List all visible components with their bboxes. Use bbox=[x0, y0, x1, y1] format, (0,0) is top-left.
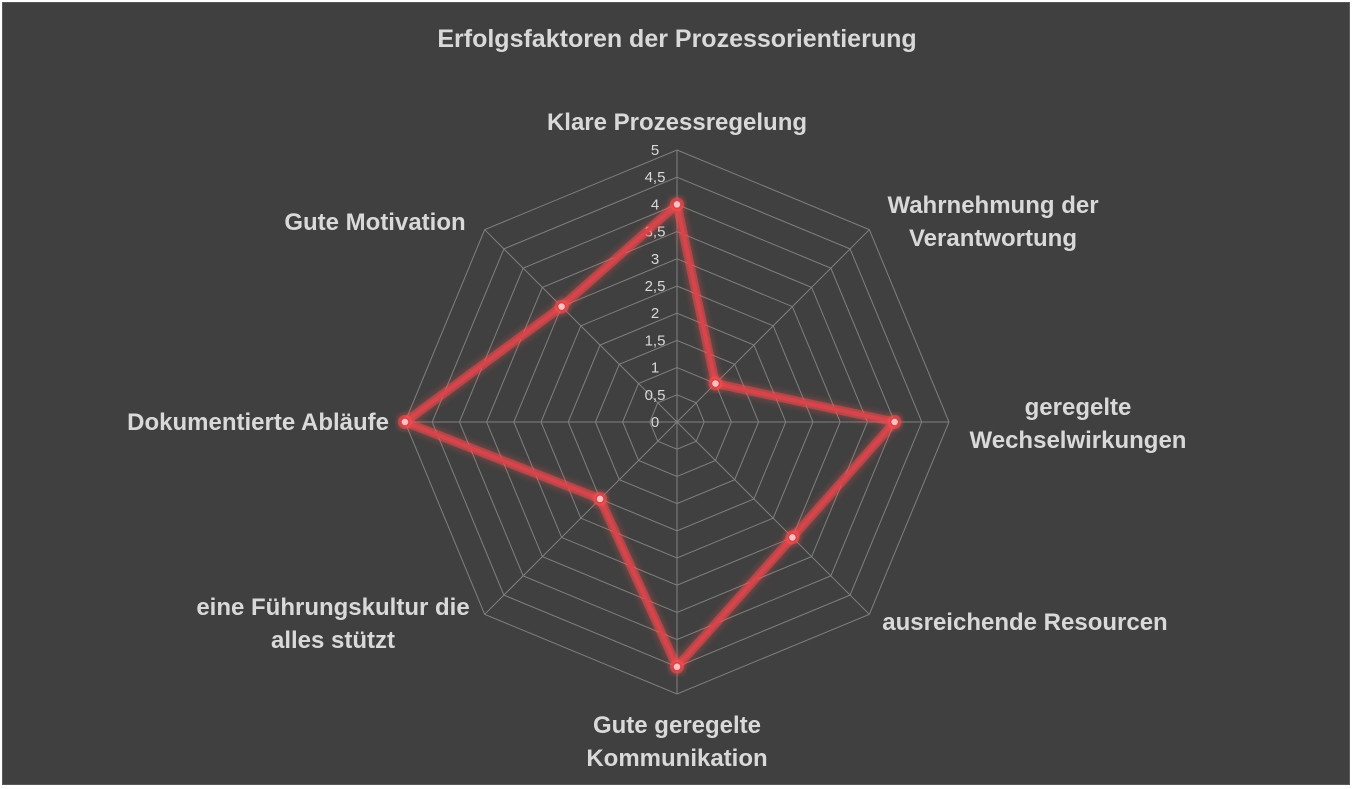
category-label: ausreichende Resourcen bbox=[882, 609, 1167, 636]
data-point bbox=[595, 494, 605, 504]
grid-spoke bbox=[676, 421, 870, 615]
category-label: Gute Motivation bbox=[284, 209, 465, 236]
category-label: eine Führungskultur die alles stützt bbox=[196, 594, 469, 654]
category-label: Klare Prozessregelung bbox=[547, 109, 807, 136]
tick-label: 2 bbox=[651, 305, 659, 322]
tick-label: 1 bbox=[651, 360, 659, 377]
tick-label: 0,5 bbox=[645, 387, 666, 404]
chart-title: Erfolgsfaktoren der Prozessorientierung bbox=[437, 25, 916, 53]
category-label-line: Kommunikation bbox=[586, 745, 767, 772]
category-label-line: Wechselwirkungen bbox=[970, 427, 1187, 454]
category-label-line: alles stützt bbox=[271, 627, 395, 654]
tick-label: 2,5 bbox=[645, 278, 666, 295]
grid-spoke bbox=[484, 421, 678, 615]
data-point bbox=[672, 662, 682, 672]
radial-axis-ticks: 00,511,522,533,544,55 bbox=[645, 142, 666, 431]
category-label-line: geregelte bbox=[1025, 394, 1132, 421]
tick-label: 4 bbox=[651, 196, 659, 213]
category-label-line: eine Führungskultur die bbox=[196, 594, 469, 621]
category-label-line: Gute Motivation bbox=[284, 209, 465, 236]
radar-grid bbox=[404, 149, 950, 695]
tick-label: 0 bbox=[651, 414, 659, 431]
data-point bbox=[400, 417, 410, 427]
data-point bbox=[672, 199, 682, 210]
category-label-line: Dokumentierte Abläufe bbox=[127, 409, 389, 436]
data-point bbox=[556, 301, 567, 312]
tick-label: 3 bbox=[651, 251, 659, 268]
radar-chart: Erfolgsfaktoren der Prozessorientierung … bbox=[127, 25, 1186, 772]
data-point bbox=[889, 417, 900, 427]
tick-label: 5 bbox=[651, 142, 659, 159]
data-point bbox=[787, 532, 798, 543]
category-label: Dokumentierte Abläufe bbox=[127, 409, 389, 436]
data-series bbox=[398, 197, 902, 674]
tick-label: 4,5 bbox=[645, 169, 666, 186]
category-label-line: Wahrnehmung der bbox=[887, 192, 1098, 219]
grid-spoke bbox=[484, 229, 678, 423]
category-label-line: ausreichende Resourcen bbox=[882, 609, 1167, 636]
tick-label: 1,5 bbox=[645, 332, 666, 349]
series-glow bbox=[400, 199, 900, 672]
category-label-line: Gute geregelte bbox=[593, 712, 761, 739]
grid-spoke bbox=[676, 229, 870, 423]
category-label-line: Verantwortung bbox=[909, 225, 1077, 252]
data-point bbox=[710, 378, 721, 389]
category-label-line: Klare Prozessregelung bbox=[547, 109, 807, 136]
